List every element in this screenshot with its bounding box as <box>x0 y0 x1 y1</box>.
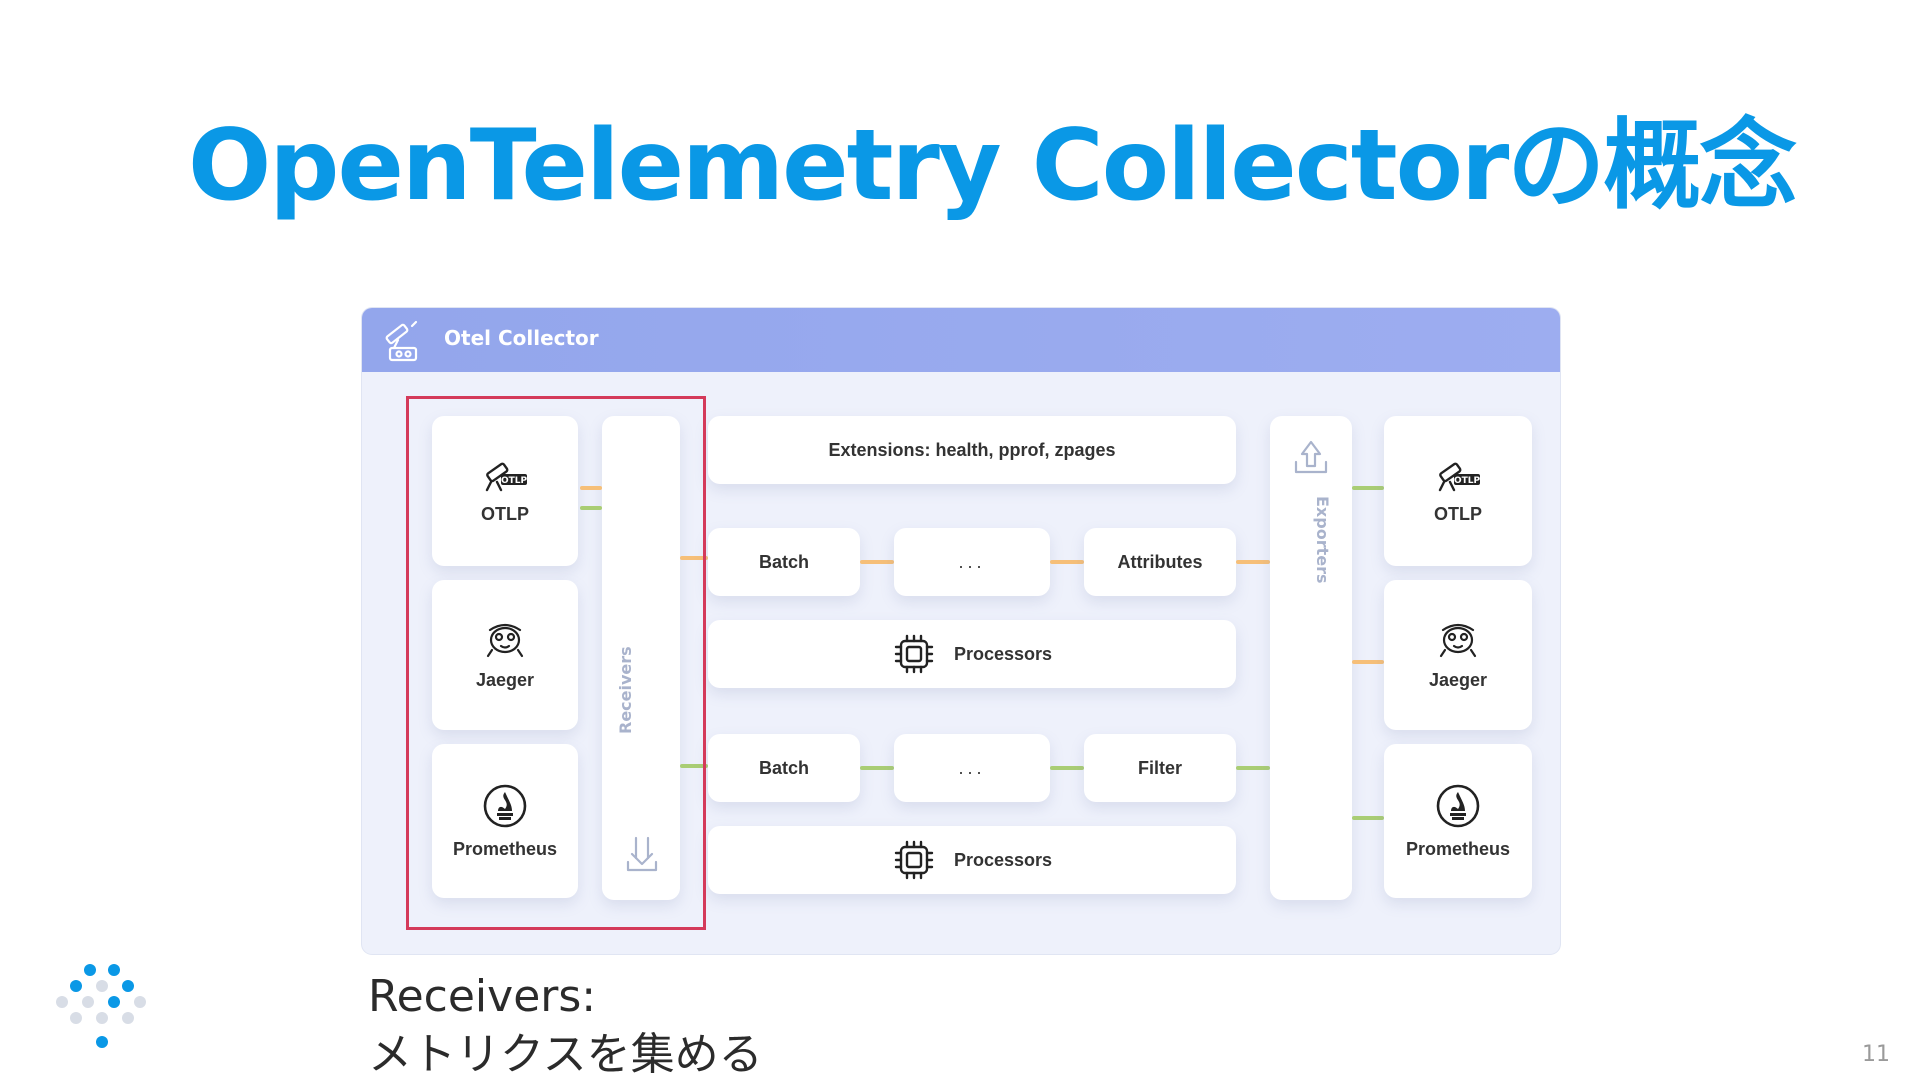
pipeline2-filter-box: Filter <box>1084 734 1236 802</box>
connector-otlp <box>580 486 602 490</box>
connector-p2-b <box>1050 766 1084 770</box>
connector-exp-prometheus <box>1352 816 1384 820</box>
pipeline1-batch-box: Batch <box>708 528 860 596</box>
slide-title: OpenTelemetry Collectorの概念 <box>188 109 1797 223</box>
caption-line-2: メトリクスを集める <box>368 1029 763 1080</box>
connector-exp-otlp <box>1352 486 1384 490</box>
chip-icon <box>894 634 934 674</box>
export-arrow-icon <box>1294 440 1328 474</box>
exporters-bar-label: Exporters <box>1313 496 1332 584</box>
exporter-label: Jaeger <box>1428 669 1488 690</box>
receiver-prometheus-box: Prometheus <box>432 744 578 898</box>
connector-p2-a <box>860 766 894 770</box>
exporter-prometheus-box: Prometheus <box>1384 744 1532 898</box>
diagram-header-title: Otel Collector <box>444 326 599 350</box>
extensions-box: Extensions: health, pprof, zpages <box>708 416 1236 484</box>
exporter-otlp-box: OTLP OTLP <box>1384 416 1532 566</box>
otlp-telescope-icon: OTLP <box>485 462 528 491</box>
prometheus-flame-icon <box>483 784 527 827</box>
exporter-jaeger-box: Jaeger <box>1384 580 1532 730</box>
otlp-telescope-icon: OTLP <box>1438 462 1481 491</box>
connector-exp-jaeger <box>1352 660 1384 664</box>
pipeline2-processors-box: Processors <box>708 826 1236 894</box>
jaeger-gopher-icon <box>486 623 524 657</box>
receiver-otlp-box: OTLP OTLP <box>432 416 578 566</box>
connector-pipeline2-in <box>680 764 708 768</box>
receivers-bar <box>602 416 680 900</box>
processors-label: Processors <box>953 849 1053 870</box>
receive-arrow-icon <box>626 836 658 872</box>
receiver-label: OTLP <box>481 503 529 524</box>
exporter-label: OTLP <box>1434 503 1482 524</box>
pipeline2-batch-box: Batch <box>708 734 860 802</box>
pipeline1-processors-box: Processors <box>708 620 1236 688</box>
prometheus-flame-icon <box>1436 784 1480 827</box>
chip-icon <box>894 840 934 880</box>
connector-pipeline1-in <box>680 556 708 560</box>
receivers-highlight-frame <box>406 396 706 930</box>
pipeline1-attributes-box: Attributes <box>1084 528 1236 596</box>
collector-telescope-icon <box>385 320 418 362</box>
svg-text:OTLP: OTLP <box>1454 476 1481 486</box>
receiver-label: Jaeger <box>475 669 535 690</box>
connector-otlp-2 <box>580 506 602 510</box>
receiver-jaeger-box: Jaeger <box>432 580 578 730</box>
caption-line-1: Receivers: <box>368 971 597 1022</box>
page-number: 11 <box>1862 1042 1890 1067</box>
receiver-label: Prometheus <box>452 838 558 859</box>
exporters-bar <box>1270 416 1352 900</box>
jaeger-gopher-icon <box>1439 623 1477 657</box>
exporter-label: Prometheus <box>1405 838 1511 859</box>
company-dot-logo <box>56 964 146 1048</box>
slide-caption: Receivers: メトリクスを集める <box>368 968 763 1080</box>
svg-text:OTLP: OTLP <box>501 476 528 486</box>
connector-p1-b <box>1050 560 1084 564</box>
pipeline2-ellipsis-box: ... <box>894 734 1050 802</box>
otel-collector-diagram: Otel Collector OTLP OTLP <box>362 308 1560 954</box>
connector-p1-a <box>860 560 894 564</box>
diagram-header: Otel Collector <box>362 308 1560 372</box>
pipeline1-ellipsis-box: ... <box>894 528 1050 596</box>
processors-label: Processors <box>953 643 1053 664</box>
connector-p2-out <box>1236 766 1270 770</box>
connector-p1-out <box>1236 560 1270 564</box>
